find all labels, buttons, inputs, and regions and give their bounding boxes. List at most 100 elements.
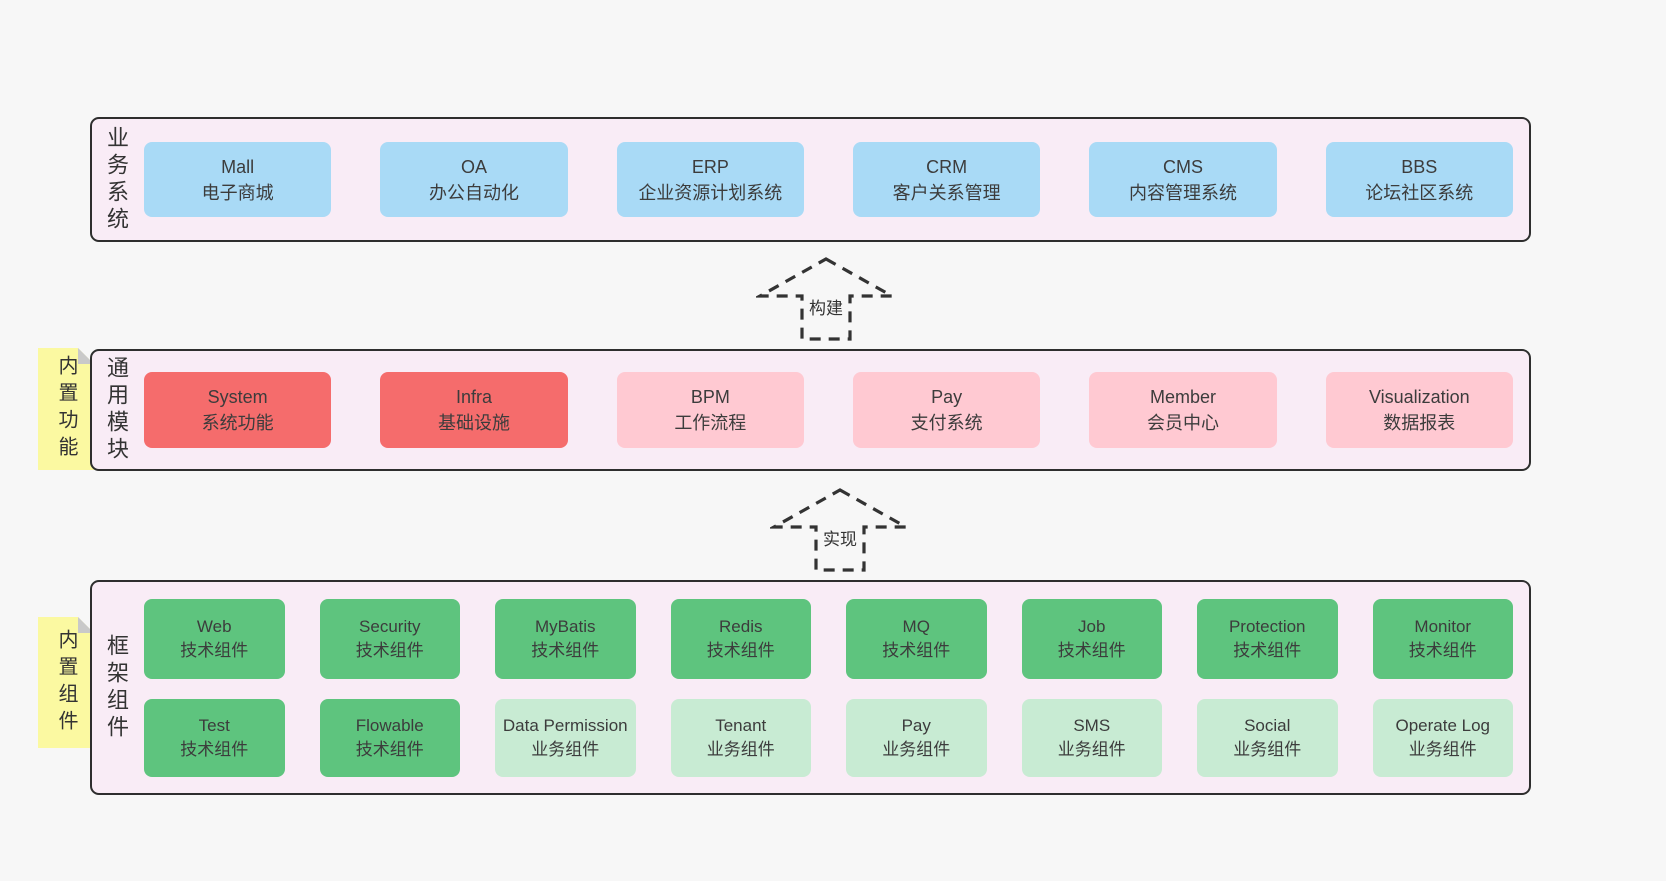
box-system: System 系统功能 xyxy=(144,372,332,448)
box-desc: 业务组件 xyxy=(1408,739,1477,759)
box-desc: 论坛社区系统 xyxy=(1365,182,1474,203)
box-sms: SMS 业务组件 xyxy=(1021,698,1162,777)
arrow-up-icon xyxy=(756,257,896,341)
box-desc: 技术组件 xyxy=(531,640,600,660)
box-desc: 业务组件 xyxy=(882,739,951,759)
box-name: Test xyxy=(198,715,230,735)
business-boxes-row: Mall 电子商城 OA 办公自动化 ERP 企业资源计划系统 CRM 客户关系… xyxy=(140,119,1529,240)
box-desc: 技术组件 xyxy=(180,739,249,759)
band-label-modules: 通用模块 xyxy=(92,351,140,469)
box-name: Social xyxy=(1244,715,1291,735)
box-name: Web xyxy=(196,616,232,636)
box-name: System xyxy=(207,387,268,407)
arrow-label: 实现 xyxy=(820,524,860,551)
box-desc: 支付系统 xyxy=(910,413,983,433)
band-label-text: 业务系统 xyxy=(104,125,129,234)
framework-boxes-grid: Web 技术组件 Security 技术组件 MyBatis 技术组件 Redi… xyxy=(140,582,1529,793)
box-crm: CRM 客户关系管理 xyxy=(852,142,1041,217)
box-bpm: BPM 工作流程 xyxy=(616,372,804,448)
box-desc: 业务组件 xyxy=(531,739,600,759)
arrow-build: 构建 xyxy=(756,256,896,342)
sticky-label-text: 内置功能 xyxy=(55,355,77,463)
box-name: Redis xyxy=(719,616,763,636)
sticky-note-built-in-features: 内置功能 xyxy=(38,348,94,470)
box-name: BPM xyxy=(690,387,730,407)
box-desc: 电子商城 xyxy=(201,182,274,203)
band-label-framework: 框架组件 xyxy=(92,582,140,793)
box-desc: 企业资源计划系统 xyxy=(638,182,783,203)
box-mybatis: MyBatis 技术组件 xyxy=(495,598,636,679)
box-name: Flowable xyxy=(355,715,424,735)
box-name: OA xyxy=(460,156,487,177)
box-name: CRM xyxy=(926,156,968,177)
sticky-label: 内置组件 xyxy=(38,617,94,748)
box-visualization: Visualization 数据报表 xyxy=(1325,372,1513,448)
box-desc: 办公自动化 xyxy=(428,182,519,203)
box-desc: 内容管理系统 xyxy=(1128,182,1237,203)
common-modules-band: 通用模块 System 系统功能 Infra 基础设施 BPM 工作流程 Pay… xyxy=(90,349,1531,471)
box-desc: 技术组件 xyxy=(180,640,249,660)
box-security: Security 技术组件 xyxy=(319,598,460,679)
framework-components-band: 框架组件 Web 技术组件 Security 技术组件 MyBatis 技术组件… xyxy=(90,580,1531,795)
box-mq: MQ 技术组件 xyxy=(846,598,987,679)
box-desc: 会员中心 xyxy=(1146,413,1219,433)
arrow-label: 构建 xyxy=(806,293,846,320)
box-desc: 客户关系管理 xyxy=(892,182,1001,203)
box-web: Web 技术组件 xyxy=(144,598,285,679)
box-monitor: Monitor 技术组件 xyxy=(1372,598,1513,679)
box-social: Social 业务组件 xyxy=(1197,698,1338,777)
box-mall: Mall 电子商城 xyxy=(144,142,332,217)
box-desc: 基础设施 xyxy=(437,413,510,433)
sticky-note-built-in-components: 内置组件 xyxy=(38,617,94,748)
box-name: Job xyxy=(1078,616,1106,636)
box-pay: Pay 支付系统 xyxy=(852,372,1041,448)
box-name: Data Permission xyxy=(502,715,628,735)
box-desc: 技术组件 xyxy=(1408,640,1477,660)
box-desc: 技术组件 xyxy=(355,739,424,759)
box-name: CMS xyxy=(1162,156,1203,177)
box-name: Member xyxy=(1149,387,1216,407)
box-name: MQ xyxy=(902,616,930,636)
box-desc: 技术组件 xyxy=(355,640,424,660)
box-name: Security xyxy=(359,616,421,636)
box-redis: Redis 技术组件 xyxy=(670,598,811,679)
box-desc: 数据报表 xyxy=(1383,413,1456,433)
box-name: BBS xyxy=(1401,156,1438,177)
box-desc: 技术组件 xyxy=(706,640,775,660)
arrow-up-icon xyxy=(770,488,910,572)
box-desc: 系统功能 xyxy=(201,413,274,433)
box-desc: 业务组件 xyxy=(1233,739,1302,759)
framework-row-2: Test 技术组件 Flowable 技术组件 Data Permission … xyxy=(144,698,1513,777)
box-job: Job 技术组件 xyxy=(1021,598,1162,679)
business-systems-band: 业务系统 Mall 电子商城 OA 办公自动化 ERP 企业资源计划系统 CRM… xyxy=(90,117,1531,242)
box-test: Test 技术组件 xyxy=(144,698,285,777)
sticky-label-text: 内置组件 xyxy=(55,628,77,737)
box-flowable: Flowable 技术组件 xyxy=(319,698,460,777)
box-name: MyBatis xyxy=(535,616,596,636)
box-data-permission: Data Permission 业务组件 xyxy=(495,698,636,777)
box-cms: CMS 内容管理系统 xyxy=(1089,142,1277,217)
band-label-text: 框架组件 xyxy=(104,633,129,742)
framework-row-1: Web 技术组件 Security 技术组件 MyBatis 技术组件 Redi… xyxy=(144,598,1513,679)
box-tenant: Tenant 业务组件 xyxy=(670,698,811,777)
box-bbs: BBS 论坛社区系统 xyxy=(1325,142,1513,217)
box-desc: 业务组件 xyxy=(1057,739,1126,759)
box-erp: ERP 企业资源计划系统 xyxy=(616,142,804,217)
box-name: Mall xyxy=(221,156,255,177)
sticky-label: 内置功能 xyxy=(38,348,94,470)
box-name: Monitor xyxy=(1414,616,1472,636)
box-desc: 工作流程 xyxy=(674,413,747,433)
box-member: Member 会员中心 xyxy=(1089,372,1277,448)
box-desc: 技术组件 xyxy=(882,640,951,660)
box-name: ERP xyxy=(691,156,729,177)
box-desc: 业务组件 xyxy=(706,739,775,759)
box-oa: OA 办公自动化 xyxy=(380,142,568,217)
box-name: Visualization xyxy=(1368,387,1470,407)
box-protection: Protection 技术组件 xyxy=(1197,598,1338,679)
box-pay-biz: Pay 业务组件 xyxy=(846,698,987,777)
modules-boxes-row: System 系统功能 Infra 基础设施 BPM 工作流程 Pay 支付系统… xyxy=(140,351,1529,469)
arrow-implement: 实现 xyxy=(770,487,910,573)
box-desc: 技术组件 xyxy=(1233,640,1302,660)
box-name: Tenant xyxy=(715,715,767,735)
box-operate-log: Operate Log 业务组件 xyxy=(1372,698,1513,777)
